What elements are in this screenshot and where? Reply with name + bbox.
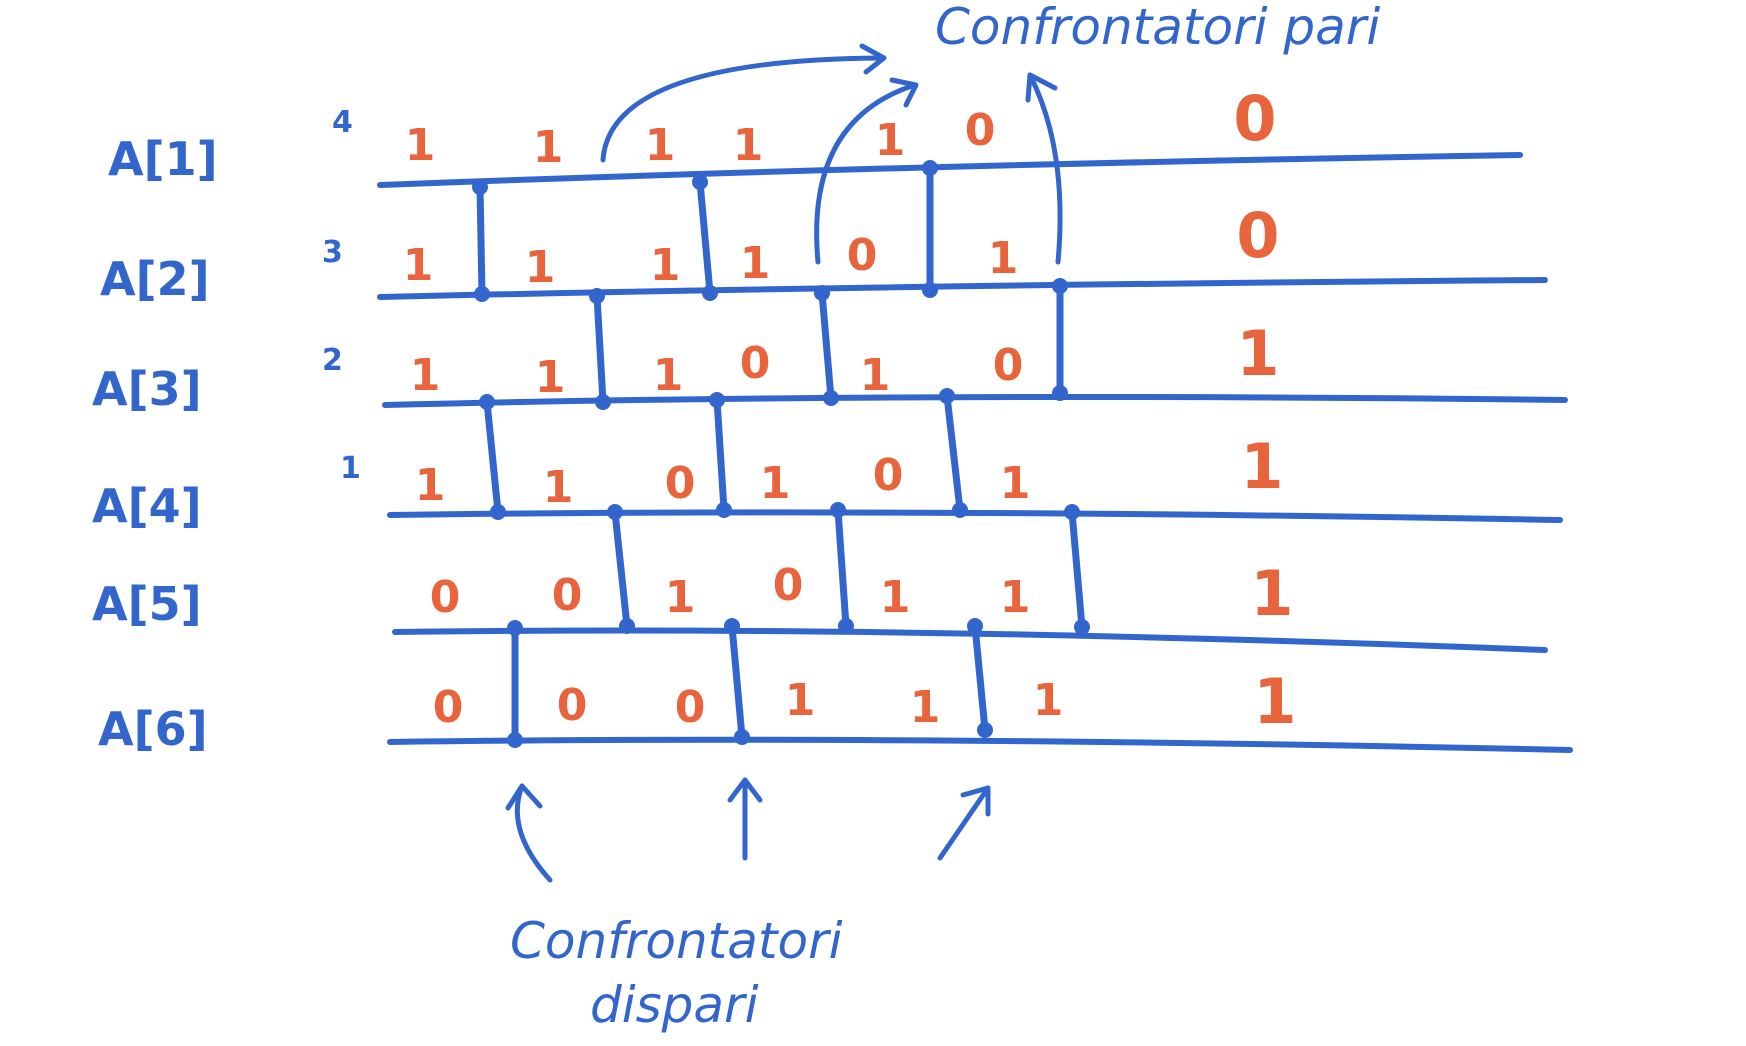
row-labels: A[1] A[2] A[3] A[4] A[5] A[6] bbox=[92, 132, 218, 756]
bit-value: 1 bbox=[875, 115, 906, 166]
comparator-odd-6 bbox=[728, 622, 746, 741]
arrow-even-1 bbox=[600, 55, 883, 163]
bit-value: 1 bbox=[665, 572, 696, 623]
stage-number: 3 bbox=[322, 235, 343, 270]
row-label: A[3] bbox=[92, 362, 202, 416]
bit-value: 1 bbox=[733, 120, 764, 171]
bit-value: 1 bbox=[543, 462, 574, 513]
comparator-even-4 bbox=[834, 506, 850, 630]
comparator-odd-8 bbox=[943, 392, 964, 514]
row-label: A[1] bbox=[108, 132, 218, 186]
bit-value: 1 bbox=[403, 240, 434, 291]
bit-value: 1 bbox=[880, 572, 911, 623]
bit-value: 0 bbox=[873, 450, 904, 501]
bit-value: 0 bbox=[740, 338, 771, 389]
arrow-even-1-head bbox=[859, 43, 887, 75]
comparator-even-1 bbox=[593, 292, 607, 406]
bit-value: 1 bbox=[760, 458, 791, 509]
bit-value: 1 bbox=[910, 682, 941, 733]
final-bit-value: 1 bbox=[1236, 317, 1279, 390]
arrow-odd-1 bbox=[514, 783, 553, 883]
bit-value: 1 bbox=[645, 120, 676, 171]
wires bbox=[377, 152, 1573, 753]
annotation-arrows bbox=[505, 43, 1063, 883]
bit-value: 1 bbox=[405, 120, 436, 171]
stage-number: 2 bbox=[322, 343, 343, 378]
wire-a6 bbox=[387, 736, 1573, 753]
wire-a5 bbox=[392, 627, 1548, 653]
arrow-even-3-head bbox=[1025, 72, 1058, 103]
arrow-odd-2-head bbox=[727, 777, 763, 803]
comparator-even-3 bbox=[818, 289, 835, 402]
final-bit-value: 1 bbox=[1250, 557, 1293, 630]
bit-value: 1 bbox=[1000, 458, 1031, 509]
comparator-even-2 bbox=[611, 508, 631, 630]
bit-value: 1 bbox=[785, 675, 816, 726]
comparators bbox=[472, 160, 1090, 748]
comparator-odd-4 bbox=[696, 178, 714, 297]
bit-value: 0 bbox=[773, 560, 804, 611]
arrow-even-2-head bbox=[889, 77, 919, 108]
bit-value: 1 bbox=[1000, 572, 1031, 623]
final-bit-value: 0 bbox=[1236, 199, 1279, 272]
bit-value: 1 bbox=[988, 233, 1019, 284]
final-bit-value: 0 bbox=[1233, 82, 1276, 155]
arrow-odd-3-head bbox=[960, 785, 991, 817]
row-label: A[5] bbox=[92, 577, 202, 631]
comparator-odd-5 bbox=[713, 396, 728, 514]
bit-value: 0 bbox=[430, 572, 461, 623]
wire-a3 bbox=[382, 393, 1568, 408]
bit-value: 1 bbox=[535, 352, 566, 403]
comparator-dots bbox=[472, 160, 1090, 748]
bit-value: 1 bbox=[415, 460, 446, 511]
bit-value: 0 bbox=[847, 230, 878, 281]
bit-value: 0 bbox=[552, 570, 583, 621]
bit-value: 0 bbox=[433, 682, 464, 733]
arrow-even-3 bbox=[1027, 72, 1063, 265]
comparator-odd-1 bbox=[476, 183, 486, 298]
bit-value: 1 bbox=[533, 122, 564, 173]
bit-value: 0 bbox=[665, 458, 696, 509]
bit-value: 0 bbox=[675, 682, 706, 733]
bit-value: 1 bbox=[650, 240, 681, 291]
bit-value: 1 bbox=[740, 238, 771, 289]
even-comparators-label: Confrontatori pari bbox=[935, 0, 1380, 56]
final-bit-value: 1 bbox=[1253, 665, 1296, 738]
arrow-odd-3 bbox=[937, 785, 991, 861]
odd-comparators-label-line1: Confrontatori bbox=[510, 912, 843, 970]
odd-comparators-label-line2: dispari bbox=[590, 976, 759, 1034]
bit-value: 0 bbox=[993, 340, 1024, 391]
bit-value: 0 bbox=[965, 105, 996, 156]
row-label: A[4] bbox=[92, 479, 202, 533]
bit-value: 1 bbox=[1033, 675, 1064, 726]
stage-number: 4 bbox=[332, 105, 353, 140]
bit-value: 1 bbox=[860, 350, 891, 401]
row-label: A[6] bbox=[98, 702, 208, 756]
stage-numbers: 4 3 2 1 bbox=[322, 105, 361, 486]
bit-value: 1 bbox=[653, 350, 684, 401]
bit-value: 1 bbox=[525, 242, 556, 293]
bit-value: 0 bbox=[557, 680, 588, 731]
comparator-odd-2 bbox=[483, 398, 502, 516]
bit-values: 1 1 1 1 0 0 1 1 1 1 0 0 1 1 1 0 1 0 1 1 … bbox=[403, 82, 1297, 738]
wire-a4 bbox=[387, 509, 1563, 523]
bit-value: 1 bbox=[410, 350, 441, 401]
final-bit-value: 1 bbox=[1240, 430, 1283, 503]
arrow-odd-1-head bbox=[505, 783, 543, 811]
arrow-even-2 bbox=[814, 82, 918, 265]
stage-number: 1 bbox=[340, 451, 361, 486]
comparator-odd-9 bbox=[971, 622, 989, 734]
row-label: A[2] bbox=[100, 252, 210, 306]
comparator-even-6 bbox=[1068, 508, 1086, 631]
